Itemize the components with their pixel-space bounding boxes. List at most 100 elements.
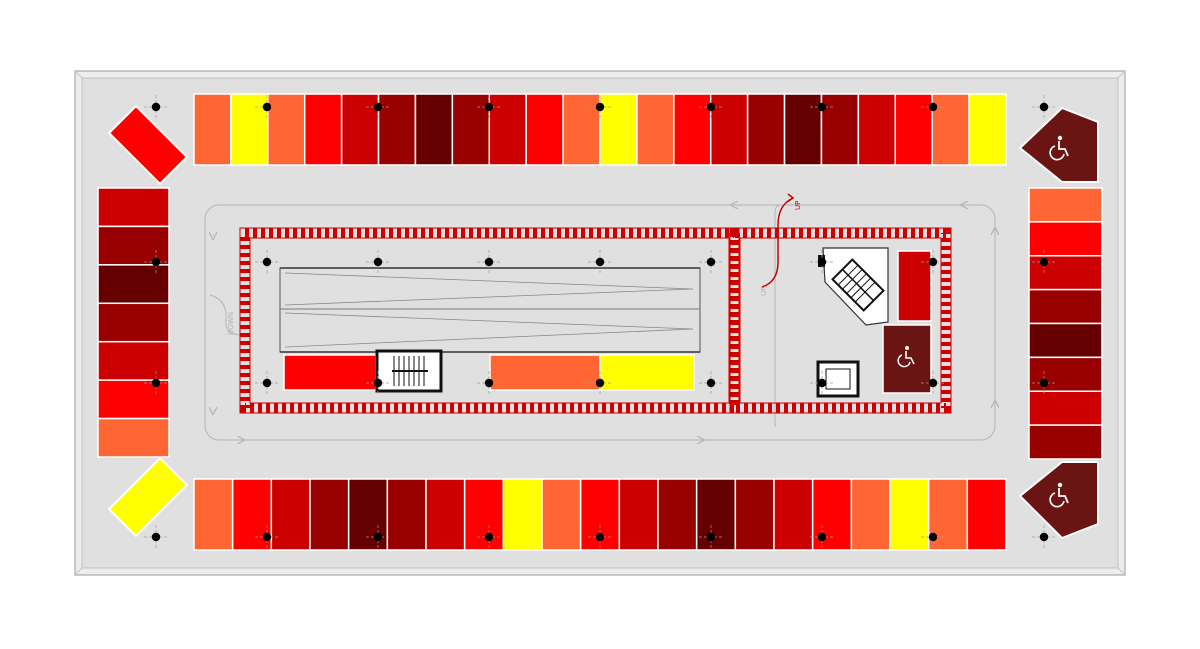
parking-spot — [502, 478, 543, 551]
parking-spot — [857, 93, 897, 166]
column-dot — [699, 525, 723, 549]
column-dot — [810, 95, 834, 119]
column-dot — [588, 371, 612, 395]
parking-spot — [562, 93, 601, 166]
parking-spot — [193, 93, 232, 166]
column-dot — [588, 525, 612, 549]
column-dot — [255, 371, 279, 395]
striped-island-border — [729, 227, 952, 414]
parking-spot — [97, 417, 170, 458]
column-dot — [366, 371, 390, 395]
parking-spot — [489, 354, 601, 391]
accessible-spot-island — [882, 324, 932, 394]
ramp-label-up-middle: UP — [760, 287, 768, 296]
parking-spot — [377, 93, 417, 166]
parking-spot — [1028, 221, 1103, 257]
parking-spot — [773, 478, 814, 551]
column-dot — [366, 250, 390, 274]
accessible-spot-bottom-right — [1018, 461, 1099, 540]
wheelchair-icon — [897, 346, 915, 368]
parking-spot — [746, 93, 786, 166]
parking-spot — [97, 340, 170, 381]
column-dot — [810, 250, 834, 274]
column-dot — [921, 95, 945, 119]
parking-spot — [673, 93, 712, 166]
striped-island-border — [239, 227, 740, 414]
ramp-slab — [279, 267, 701, 353]
parking-spot — [709, 93, 749, 166]
column-dot — [921, 525, 945, 549]
parking-spot — [230, 93, 269, 166]
parking-spot — [734, 478, 775, 551]
parking-spot — [309, 478, 350, 551]
parking-spot — [1028, 187, 1103, 223]
parking-spot — [1028, 288, 1103, 325]
central-islands — [239, 227, 952, 414]
parking-spot — [283, 354, 377, 391]
parking-spot — [386, 478, 427, 551]
column-dot — [477, 525, 501, 549]
parking-spot — [193, 478, 234, 551]
column-dot — [699, 250, 723, 274]
parking-row-bottom — [193, 478, 1007, 551]
parking-row-top — [193, 93, 1007, 166]
parking-spot — [451, 93, 491, 166]
parking-column-left — [97, 187, 170, 458]
column-dot — [144, 525, 168, 549]
parking-spot — [347, 478, 389, 551]
parking-spot — [267, 93, 306, 166]
parking-spot — [1028, 424, 1103, 460]
column-dot — [255, 525, 279, 549]
column-dot — [699, 371, 723, 395]
parking-spot — [850, 478, 891, 551]
column-dot — [810, 371, 834, 395]
parking-spot — [657, 478, 698, 551]
column-dot — [1032, 371, 1056, 395]
column-dot — [144, 95, 168, 119]
column-dot — [477, 371, 501, 395]
parking-spot — [97, 302, 170, 343]
corner-spot-bottom-left — [107, 456, 189, 538]
parking-spot — [525, 93, 564, 166]
column-dot — [144, 250, 168, 274]
column-dot — [588, 95, 612, 119]
circulation-route — [204, 205, 995, 440]
column-dot — [1032, 95, 1056, 119]
parking-spot — [966, 478, 1007, 551]
parking-spot — [541, 478, 582, 551]
corner-spot-top-left — [107, 104, 189, 186]
ramp-label-down: DOWN — [227, 312, 235, 335]
column-dot — [921, 371, 945, 395]
parking-spot — [599, 354, 695, 391]
parking-spot — [968, 93, 1007, 166]
parking-spot — [811, 478, 853, 551]
ramp-arrow-up — [761, 193, 795, 288]
parking-spot — [783, 93, 823, 166]
wheelchair-icon — [1049, 482, 1069, 508]
column-dot — [699, 95, 723, 119]
column-dot — [477, 95, 501, 119]
parking-column-right — [1028, 187, 1103, 460]
parking-spot — [636, 93, 675, 166]
column-dot — [921, 250, 945, 274]
parking-spot — [303, 93, 343, 166]
parking-spot — [1028, 356, 1103, 392]
parking-spot — [97, 264, 170, 305]
parking-spot — [463, 478, 505, 551]
parking-spot — [889, 478, 930, 551]
parking-spot — [488, 93, 527, 166]
parking-spot — [270, 478, 311, 551]
parking-spot — [820, 93, 860, 166]
accessible-spot-top-right — [1018, 106, 1099, 183]
parking-spot — [1028, 255, 1103, 291]
parking-spot — [599, 93, 638, 166]
wheelchair-icon — [1049, 135, 1069, 161]
stairs-icon — [375, 349, 443, 393]
column-dot — [366, 95, 390, 119]
column-dot — [810, 525, 834, 549]
parking-spot — [931, 93, 970, 166]
column-dot — [366, 525, 390, 549]
parking-spot — [414, 93, 454, 166]
